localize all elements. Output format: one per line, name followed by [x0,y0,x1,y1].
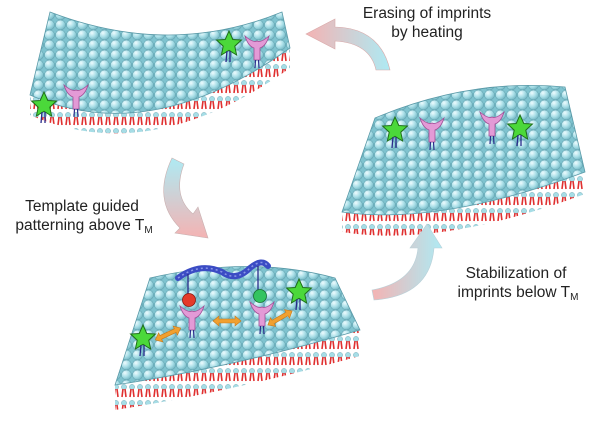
membrane-right [341,84,586,236]
arrow-template [163,157,209,239]
membrane-bottom [114,259,361,410]
label-stabilization-line2: imprints below TM [458,284,579,303]
label-template-line2: patterning above TM [15,217,152,236]
bilayer-tails [30,48,290,134]
ligand-green [253,289,267,303]
label-template-line1: Template guided [25,198,139,215]
arrow-stabilization [371,223,443,301]
label-stabilization-line1: Stabilization of [466,265,568,282]
bilayer-heads [341,84,586,216]
bilayer-heads [29,11,291,114]
bilayer-tails [342,172,585,236]
ligand-red [182,293,196,307]
bilayer-tails [115,330,360,410]
membrane-top-left [29,11,291,134]
label-erasing-line1: Erasing of imprints [363,5,492,22]
arrow-erasing [305,18,391,71]
label-erasing-line2: by heating [391,24,463,41]
